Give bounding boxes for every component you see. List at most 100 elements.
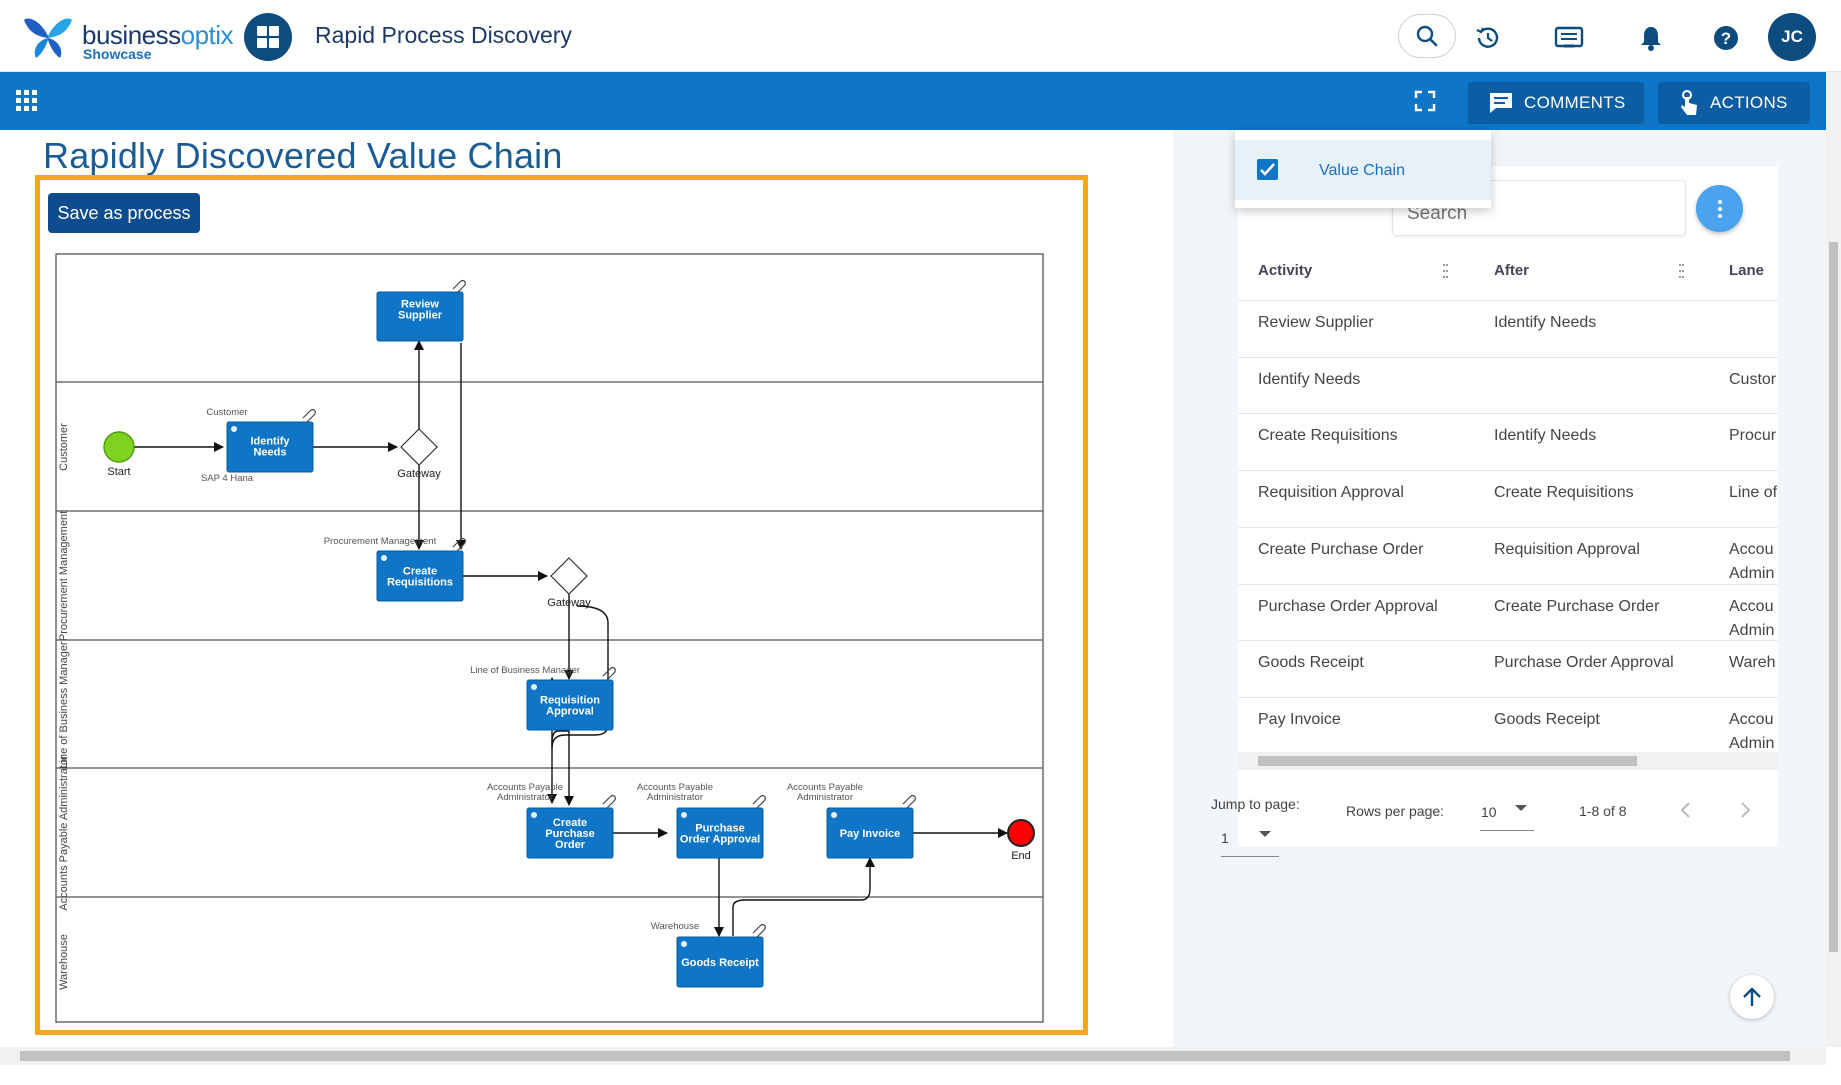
table-horizontal-scrollbar[interactable]: [1238, 752, 1778, 770]
table-row[interactable]: Goods Receipt Purchase Order Approval Wa…: [1238, 640, 1778, 697]
apps-grid-icon[interactable]: [16, 90, 37, 111]
page-vertical-scrollbar[interactable]: [1826, 72, 1841, 1047]
butterfly-logo-icon: [24, 18, 72, 58]
paperclip-icon[interactable]: [902, 794, 916, 809]
table-row[interactable]: Review Supplier Identify Needs: [1238, 300, 1778, 357]
role-label: Administrator: [497, 792, 553, 803]
dropdown-option-value-chain[interactable]: Value Chain: [1235, 140, 1491, 200]
table-row[interactable]: Pay Invoice Goods Receipt Accou Admin: [1238, 697, 1778, 754]
dashboard-icon[interactable]: [244, 13, 292, 61]
paperclip-icon[interactable]: [752, 923, 766, 938]
rows-per-page-value[interactable]: 10: [1481, 804, 1497, 820]
search-icon: [1416, 25, 1438, 47]
table-row[interactable]: Create Purchase Order Requisition Approv…: [1238, 527, 1778, 584]
search-button[interactable]: [1398, 14, 1456, 58]
column-header-lane[interactable]: Lane: [1729, 262, 1765, 279]
gateway-label-procurement: Gateway: [547, 597, 591, 609]
comments-button[interactable]: COMMENTS: [1468, 82, 1644, 124]
cell-after: Identify Needs: [1494, 427, 1597, 444]
user-avatar[interactable]: JC: [1768, 13, 1816, 61]
main-toolbar: COMMENTS ACTIONS: [0, 72, 1826, 130]
app-title: Rapid Process Discovery: [315, 22, 572, 48]
touch-icon: [1681, 90, 1697, 115]
search-field[interactable]: [1392, 180, 1686, 236]
svg-text:?: ?: [1721, 29, 1731, 48]
role-label: Accounts Payable: [637, 782, 713, 793]
table-row[interactable]: Identify Needs Custor: [1238, 357, 1778, 414]
column-header-activity[interactable]: Activity: [1258, 262, 1313, 279]
chevron-down-icon[interactable]: [1514, 803, 1528, 813]
cell-after: Create Requisitions: [1494, 484, 1634, 501]
brand-logo[interactable]: businessoptix Showcase: [22, 14, 252, 62]
user-icon: [231, 426, 237, 432]
page-title: Rapidly Discovered Value Chain: [43, 135, 563, 176]
chevron-right-icon[interactable]: [1738, 800, 1752, 820]
activity-table-card: [1238, 166, 1778, 846]
chevron-down-icon[interactable]: [1258, 829, 1272, 839]
cell-activity: Review Supplier: [1258, 314, 1374, 331]
role-label: Customer: [206, 407, 247, 418]
page-horizontal-scrollbar[interactable]: [0, 1047, 1826, 1065]
table-row[interactable]: Purchase Order Approval Create Purchase …: [1238, 584, 1778, 641]
end-event[interactable]: [1007, 819, 1035, 847]
top-header: businessoptix Showcase Rapid Process Dis…: [0, 0, 1841, 72]
brand-name: businessoptix: [82, 20, 234, 50]
task-goods-receipt[interactable]: Goods Receipt: [676, 936, 764, 988]
notifications-button[interactable]: [1627, 14, 1675, 62]
cell-activity: Create Purchase Order: [1258, 541, 1424, 558]
column-header-after[interactable]: After: [1494, 262, 1530, 279]
column-resize-handle[interactable]: [1443, 262, 1448, 280]
end-label: End: [1011, 850, 1031, 862]
cell-activity: Goods Receipt: [1258, 654, 1364, 671]
gateway-label-customer: Gateway: [397, 468, 441, 480]
brand-subtitle: Showcase: [83, 46, 152, 62]
more-options-button[interactable]: [1696, 185, 1743, 232]
paperclip-icon[interactable]: [452, 279, 466, 294]
paperclip-icon[interactable]: [302, 408, 316, 423]
checkbox-checked-icon[interactable]: [1257, 159, 1278, 180]
column-resize-handle[interactable]: [1679, 262, 1684, 280]
role-label: Administrator: [647, 792, 703, 803]
actions-button[interactable]: ACTIONS: [1658, 82, 1810, 124]
paperclip-icon[interactable]: [602, 794, 616, 809]
fullscreen-icon[interactable]: [1414, 90, 1436, 112]
gateway-procurement[interactable]: [550, 557, 588, 595]
system-icon: [531, 684, 537, 690]
jump-underline: [1221, 856, 1279, 857]
task-pay-invoice[interactable]: Pay Invoice: [826, 807, 914, 859]
swimlanes: [55, 253, 1044, 1023]
paperclip-icon[interactable]: [452, 537, 466, 552]
history-button[interactable]: [1464, 14, 1512, 62]
history-icon: [1476, 27, 1499, 48]
jump-to-page-value[interactable]: 1: [1221, 830, 1229, 846]
cell-lane: Procur: [1729, 427, 1777, 444]
gateway-customer[interactable]: [400, 428, 438, 466]
task-label: Pay Invoice: [840, 828, 901, 840]
arrow-up-icon: [1743, 987, 1761, 1006]
table-row[interactable]: Requisition Approval Create Requisitions…: [1238, 470, 1778, 527]
dropdown-option-label: Value Chain: [1319, 162, 1405, 179]
save-as-process-button[interactable]: Save as process: [48, 193, 200, 233]
help-button[interactable]: ?: [1702, 14, 1750, 62]
messages-button[interactable]: [1545, 14, 1593, 62]
chevron-left-icon[interactable]: [1679, 800, 1693, 820]
cell-after: Create Purchase Order: [1494, 598, 1660, 615]
paperclip-icon[interactable]: [752, 794, 766, 809]
kebab-dot-icon: [1717, 199, 1722, 204]
cell-lane: Line of: [1729, 484, 1778, 501]
scroll-to-top-button[interactable]: [1730, 975, 1774, 1019]
lane-label-procurement: Procurement Management: [58, 511, 70, 641]
paperclip-icon[interactable]: [602, 666, 616, 681]
lane-label-lob: Line of Business Manager: [58, 641, 70, 769]
table-row[interactable]: Create Requisitions Identify Needs Procu…: [1238, 413, 1778, 470]
start-event[interactable]: [103, 431, 135, 463]
